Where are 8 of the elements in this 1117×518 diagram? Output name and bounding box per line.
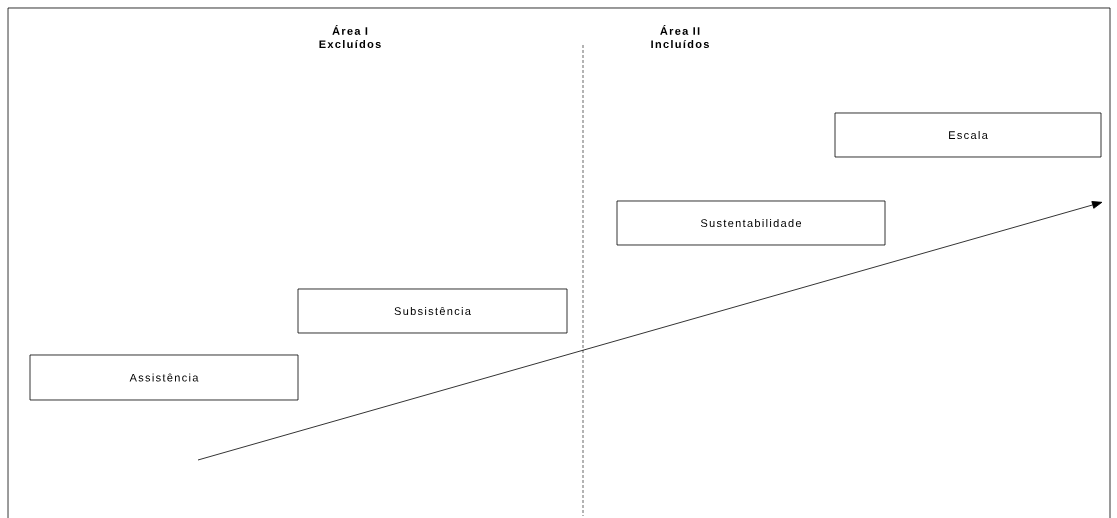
process-box: Escala [834,112,1102,158]
area-heading: Excluídos [319,39,381,49]
process-box: Assistência [29,354,299,401]
process-box: Sustentabilidade [616,200,886,246]
process-box: Subsistência [297,288,568,334]
area-heading: Incluídos [651,39,709,49]
area-heading: Área II [660,25,700,35]
area-heading: Área I [332,25,368,35]
